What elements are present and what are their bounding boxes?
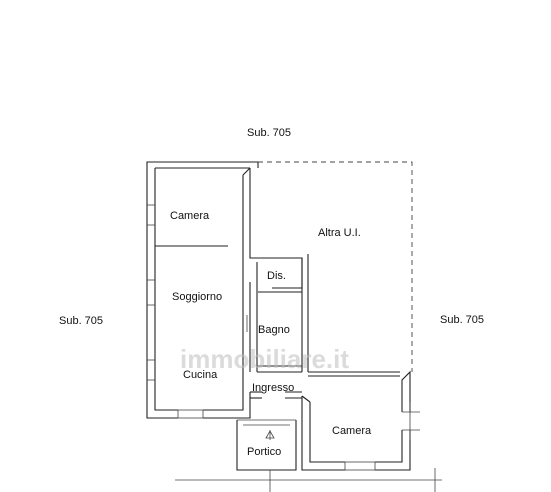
label-sub-right: Sub. 705: [440, 314, 484, 326]
label-sub-left: Sub. 705: [59, 315, 103, 327]
altra-ui-boundary: [258, 161, 413, 372]
watermark: immobiliare.it: [180, 344, 349, 374]
label-altra-ui: Altra U.I.: [318, 227, 361, 239]
label-soggiorno: Soggiorno: [172, 291, 222, 303]
label-sub-top: Sub. 705: [247, 127, 291, 139]
label-camera-1: Camera: [170, 210, 210, 222]
outer-walls: [146, 161, 420, 471]
ground-line: [175, 468, 442, 492]
label-bagno: Bagno: [258, 324, 290, 336]
label-ingresso: Ingresso: [252, 382, 294, 394]
interior-walls: [155, 245, 400, 471]
label-portico: Portico: [247, 446, 281, 458]
label-camera-2: Camera: [332, 425, 372, 437]
label-dis: Dis.: [267, 270, 286, 282]
label-cucina: Cucina: [183, 369, 218, 381]
